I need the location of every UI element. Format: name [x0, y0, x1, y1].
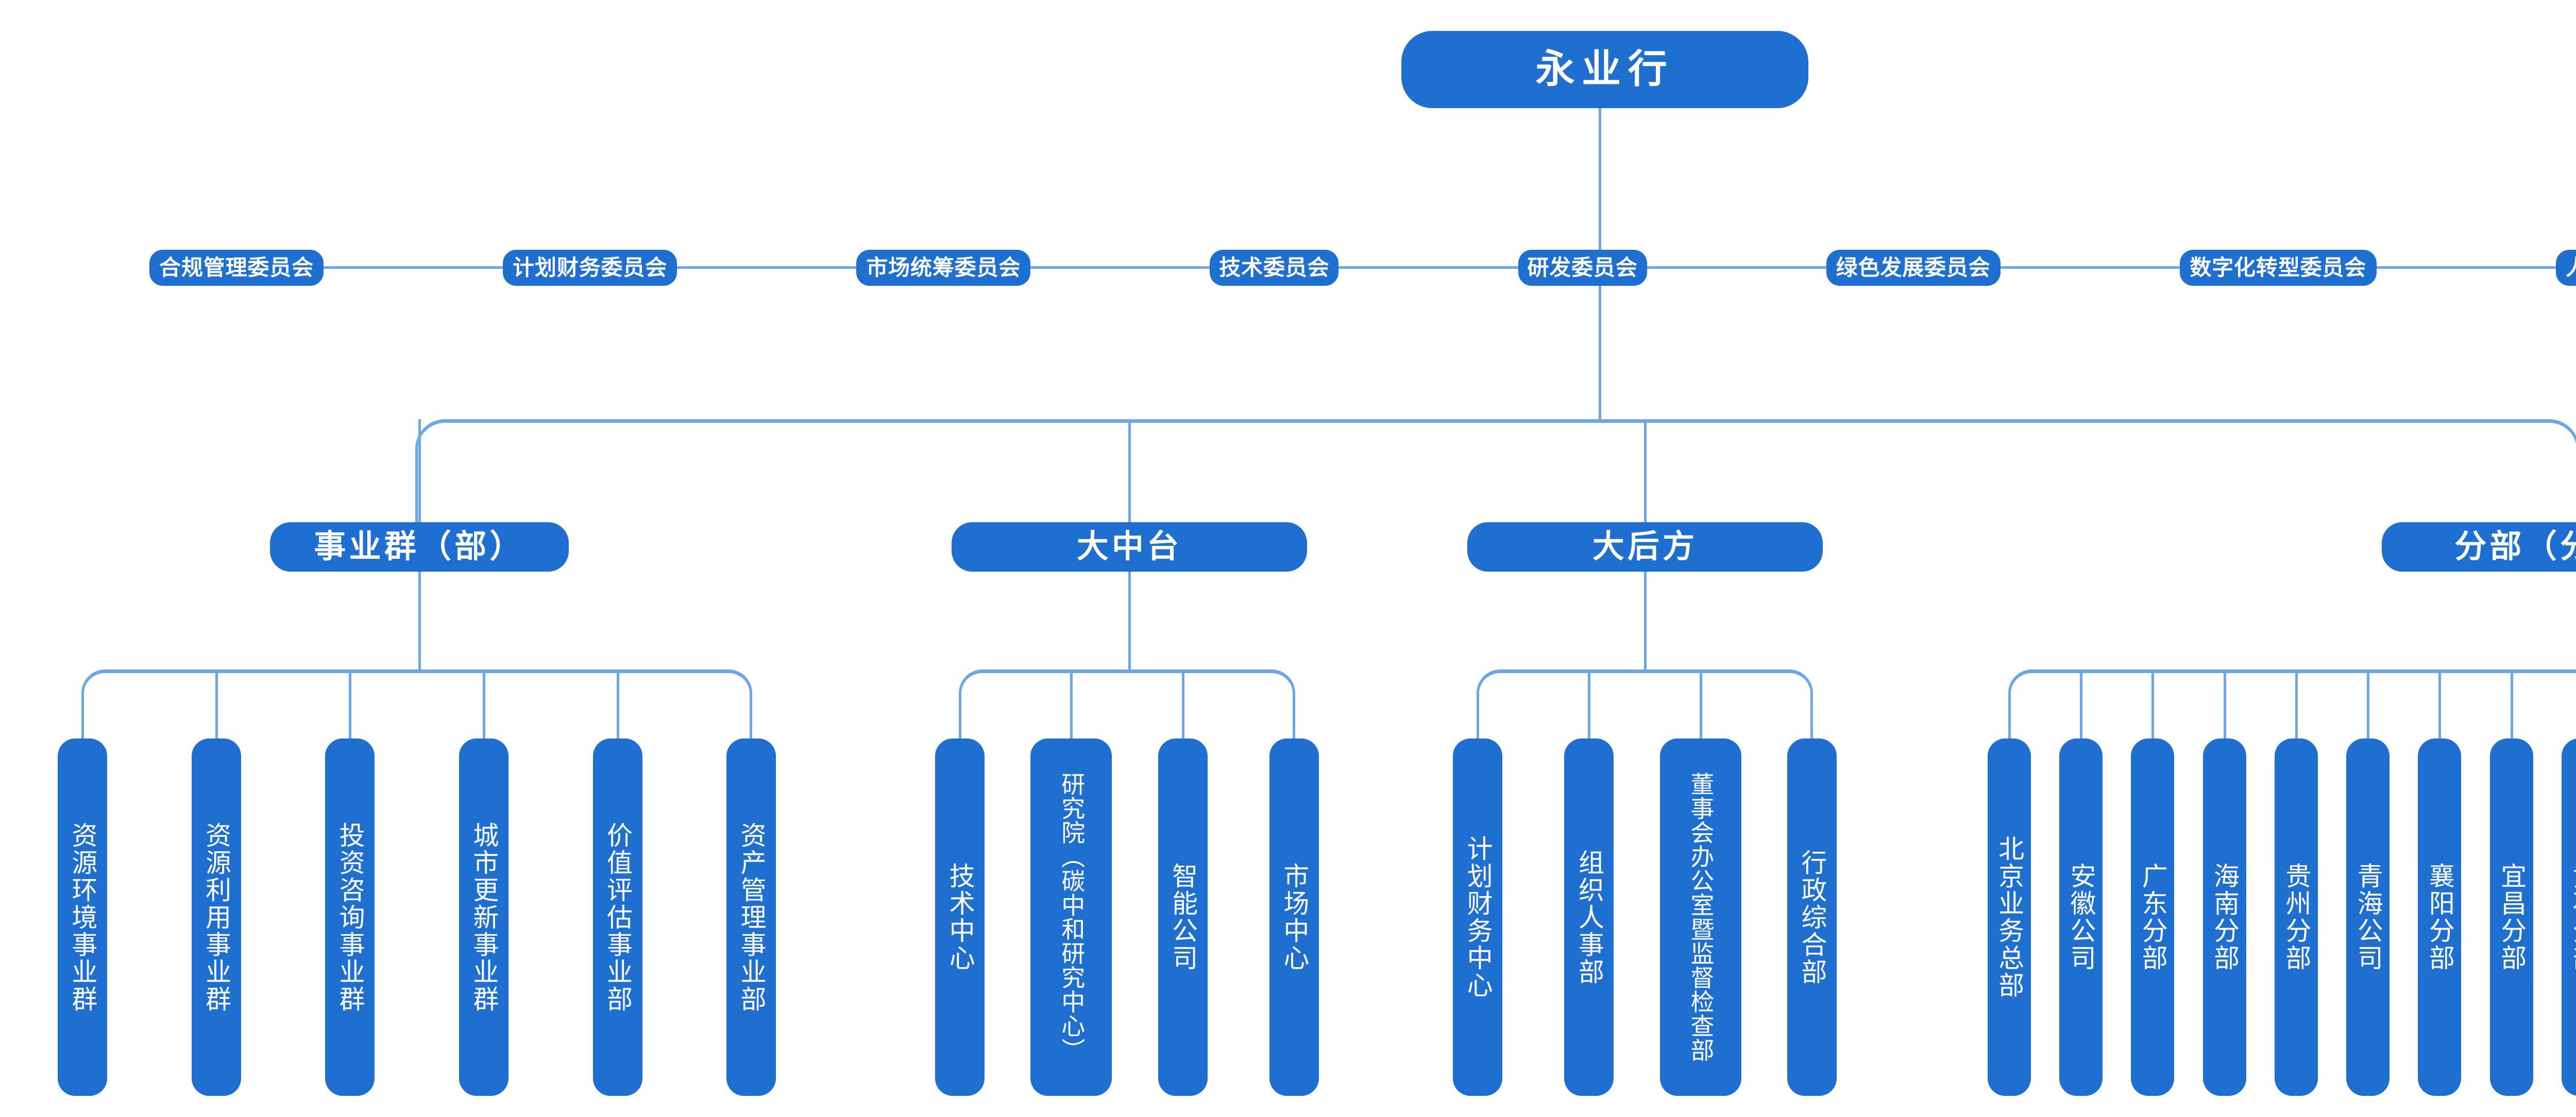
connector-committee-link	[324, 266, 503, 269]
leaf-label: 资源环境事业群	[68, 821, 97, 1013]
root-node[interactable]: 永业行	[1401, 31, 1808, 108]
leaf-node[interactable]: 资源环境事业群	[57, 738, 107, 1096]
connector-to-leaf	[2151, 669, 2155, 738]
leaf-node[interactable]: 价值评估事业部	[592, 738, 642, 1096]
connector-to-leaf	[2438, 669, 2442, 738]
leaf-node[interactable]: 海南分部	[2202, 738, 2246, 1096]
connector-committee-link	[2376, 266, 2556, 269]
connector-to-leaf	[1181, 669, 1184, 738]
connector-bus-to-group-3	[1644, 419, 1647, 522]
connector-committee-link	[677, 266, 857, 269]
leaf-label: 价值评估事业部	[603, 821, 632, 1013]
leaf-node[interactable]: 智能公司	[1158, 738, 1208, 1096]
committee-node-3[interactable]: 市场统筹委员会	[856, 250, 1031, 286]
connector-committee-link	[1030, 266, 1210, 269]
leaf-node[interactable]: 安徽公司	[2059, 738, 2103, 1096]
leaf-label: 技术中心	[945, 863, 975, 972]
leaf-label: 行政综合部	[1798, 849, 1827, 986]
connector-to-leaf	[1699, 669, 1702, 738]
connector-to-leaf	[1070, 669, 1073, 738]
connector-to-leaf	[482, 669, 485, 738]
group-node-4[interactable]: 分部（分公司）	[2382, 522, 2576, 572]
leaf-node[interactable]: 研究院（碳中和研究中心）	[1030, 738, 1112, 1096]
leaf-node[interactable]: 襄阳分部	[2418, 738, 2462, 1096]
leaf-label-col-a: （碳中和研究中心）	[1058, 845, 1086, 1062]
leaf-label: 海南分部	[2210, 863, 2240, 972]
leaf-node[interactable]: 行政综合部	[1787, 738, 1837, 1096]
leaf-node[interactable]: 黄石分部	[2562, 738, 2576, 1096]
connector-to-leaf	[215, 669, 218, 738]
committee-node-1[interactable]: 合规管理委员会	[149, 250, 324, 286]
leaf-label: 组织人事部	[1574, 849, 1604, 986]
leaf-label-col-b: 董事会办公室	[1687, 772, 1715, 917]
group-node-2[interactable]: 大中台	[952, 522, 1307, 572]
leaf-node[interactable]: 计划财务中心	[1453, 738, 1503, 1096]
committee-node-5[interactable]: 研发委员会	[1518, 250, 1647, 286]
connector-bus-groups	[415, 419, 2576, 522]
leaf-label: 市场中心	[1280, 863, 1309, 972]
committee-node-4[interactable]: 技术委员会	[1210, 250, 1339, 286]
connector-to-leaf	[349, 669, 352, 738]
connector-root-to-committees	[1599, 108, 1601, 250]
committee-node-8[interactable]: 人事薪酬委员会	[2555, 250, 2576, 286]
connector-to-leaf	[2510, 669, 2513, 738]
leaf-node[interactable]: 资源利用事业群	[191, 738, 241, 1096]
leaf-label: 黄石分部	[2569, 863, 2576, 972]
leaf-label: 广东分部	[2138, 863, 2167, 972]
committee-node-2[interactable]: 计划财务委员会	[503, 250, 677, 286]
leaf-label: 北京业务总部	[1995, 835, 2024, 999]
leaf-node[interactable]: 宜昌分部	[2489, 738, 2533, 1096]
committee-node-6[interactable]: 绿色发展委员会	[1826, 250, 2001, 286]
leaf-node[interactable]: 贵州分部	[2274, 738, 2318, 1096]
leaf-node[interactable]: 青海公司	[2346, 738, 2390, 1096]
committee-node-7[interactable]: 数字化转型委员会	[2179, 250, 2377, 286]
connector-committee-link	[1338, 266, 1518, 269]
leaf-node[interactable]: 技术中心	[935, 738, 985, 1096]
leaf-label-col-a: 暨监督检查部	[1687, 917, 1715, 1062]
connector-to-leaf	[2079, 669, 2082, 738]
leaf-node[interactable]: 市场中心	[1269, 738, 1319, 1096]
connector-bus-group-1-children	[81, 669, 753, 738]
connector-group-2-to-children	[1128, 572, 1131, 669]
connector-bus-to-group-1	[418, 419, 421, 522]
leaf-label: 宜昌分部	[2497, 863, 2527, 972]
leaf-label: 资源利用事业群	[202, 821, 231, 1013]
connector-to-leaf	[2223, 669, 2226, 738]
connector-to-leaf	[1588, 669, 1591, 738]
leaf-node[interactable]: 资产管理事业部	[726, 738, 776, 1096]
connector-to-leaf	[616, 669, 619, 738]
connector-committees-to-groups	[1599, 286, 1601, 421]
leaf-node[interactable]: 广东分部	[2131, 738, 2175, 1096]
leaf-node[interactable]: 董事会办公室暨监督检查部	[1659, 738, 1741, 1096]
leaf-label: 资产管理事业部	[737, 821, 766, 1013]
leaf-label: 城市更新事业群	[469, 821, 499, 1013]
leaf-label-col-b: 研究院	[1058, 772, 1086, 845]
connector-to-leaf	[2367, 669, 2370, 738]
leaf-label: 青海公司	[2353, 863, 2383, 972]
connector-group-3-to-children	[1644, 572, 1647, 669]
connector-bus-group-4-children	[2008, 669, 2576, 738]
leaf-label: 襄阳分部	[2425, 863, 2454, 972]
leaf-label: 计划财务中心	[1463, 835, 1493, 999]
connector-group-1-to-children	[418, 572, 421, 669]
leaf-label: 安徽公司	[2066, 863, 2096, 972]
connector-bus-group-2-children	[959, 669, 1295, 738]
leaf-node[interactable]: 组织人事部	[1564, 738, 1614, 1096]
leaf-label: 智能公司	[1168, 863, 1198, 972]
leaf-node[interactable]: 北京业务总部	[1987, 738, 2031, 1096]
group-node-3[interactable]: 大后方	[1467, 522, 1823, 572]
leaf-node[interactable]: 投资咨询事业群	[325, 738, 375, 1096]
connector-bus-group-3-children	[1477, 669, 1813, 738]
leaf-node[interactable]: 城市更新事业群	[459, 738, 509, 1096]
connector-committee-link	[1647, 266, 1826, 269]
leaf-label: 贵州分部	[2282, 863, 2311, 972]
connector-bus-to-group-2	[1128, 419, 1131, 522]
connector-to-leaf	[2295, 669, 2298, 738]
leaf-label: 投资咨询事业群	[335, 821, 365, 1013]
connector-committee-link	[2000, 266, 2180, 269]
group-node-1[interactable]: 事业群（部）	[270, 522, 569, 572]
